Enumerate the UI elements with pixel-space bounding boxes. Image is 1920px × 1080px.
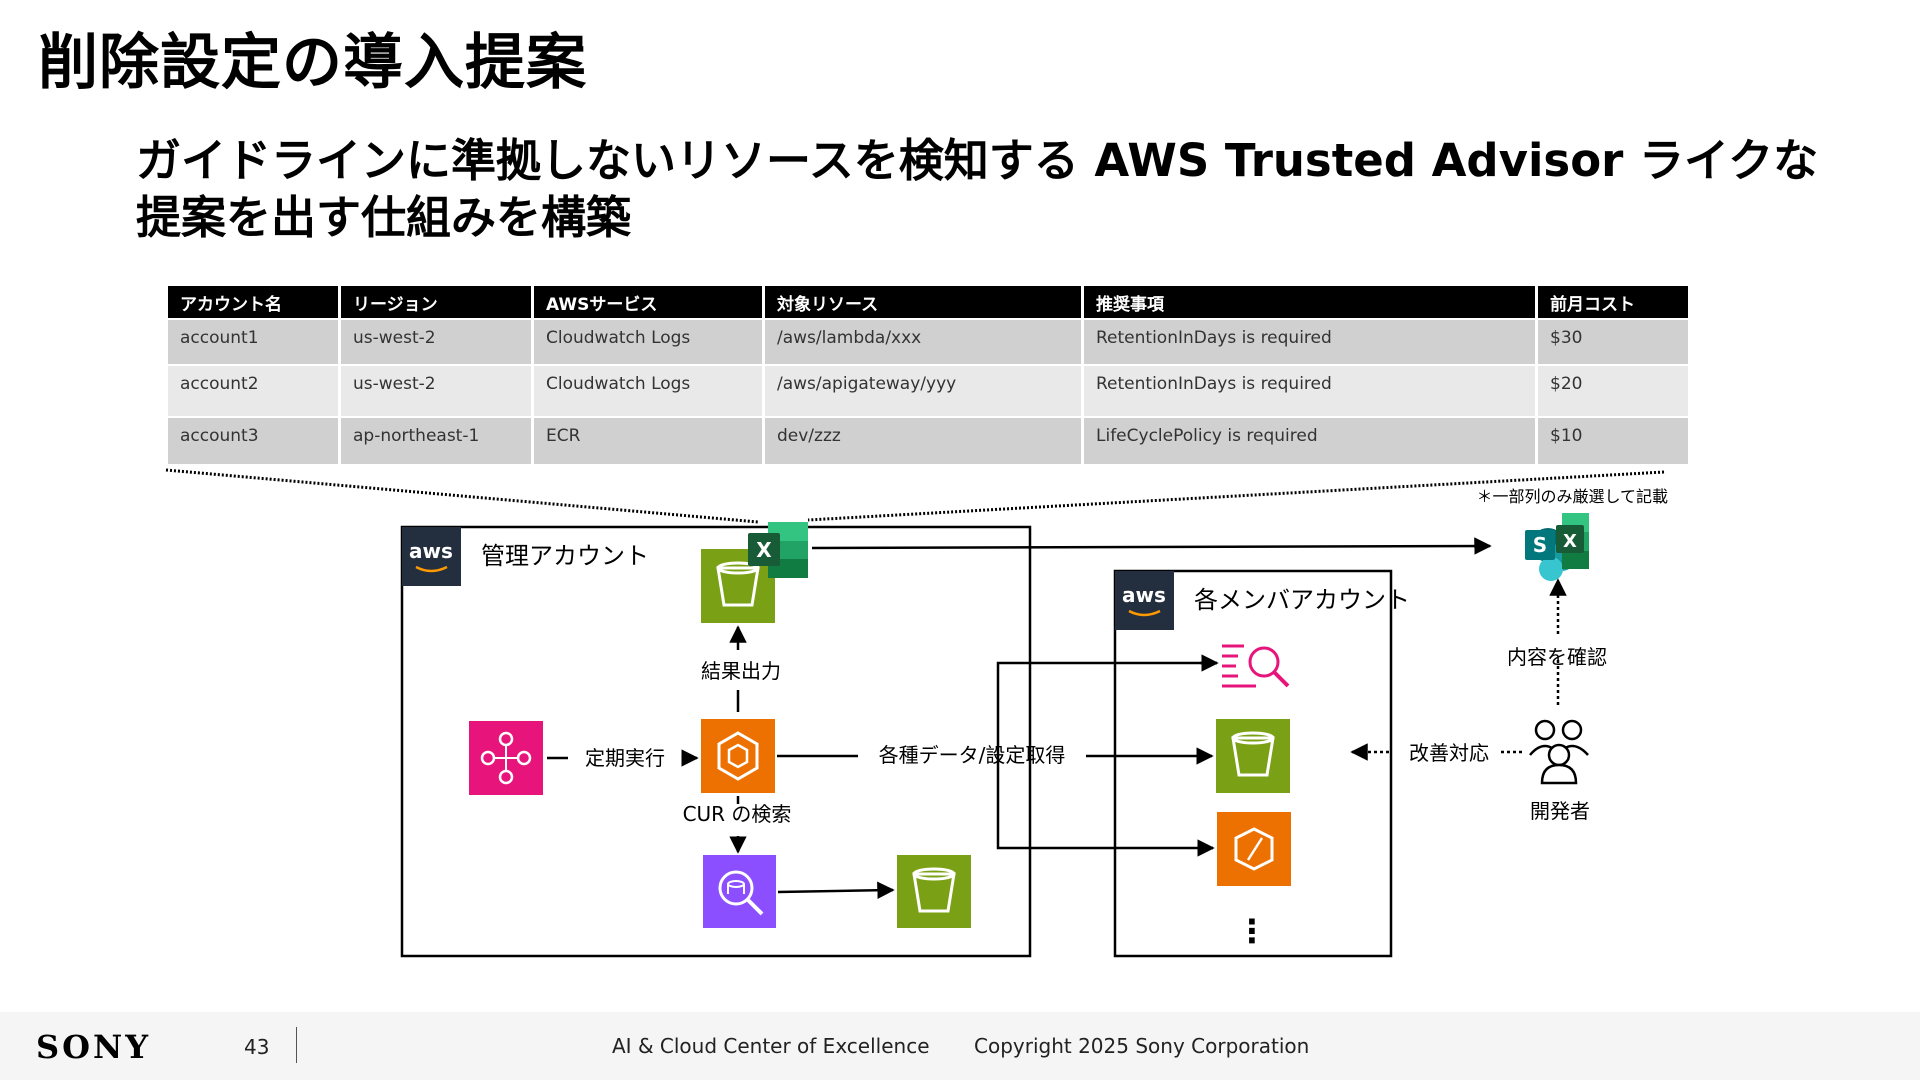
footer-copyright: Copyright 2025 Sony Corporation [974,1034,1310,1058]
diagram-arrows [547,537,1567,900]
footer-organization: AI & Cloud Center of Excellence [612,1034,930,1058]
page-number: 43 [244,1035,270,1059]
check-content-label: 内容を確認 [1507,645,1607,669]
cell-account: account2 [168,366,338,416]
slide-title: 削除設定の導入提案 [38,28,587,98]
ecr-registry-icon [1217,812,1291,886]
table-row: account3 ap-northeast-1 ECR dev/zzz Life… [168,418,1688,464]
aws-badge-text: aws [1122,583,1166,607]
s3-cur-bucket-icon [897,855,971,928]
aws-logo-icon [1115,571,1174,630]
slide-subtitle: ガイドラインに準拠しないリソースを検知する AWS Trusted Adviso… [136,132,1818,246]
scheduled-run-label: 定期実行 [585,746,665,770]
cur-search-label: CUR の検索 [683,802,792,826]
sharepoint-excel-icon: S X [1525,513,1589,581]
compute-task-icon [701,719,775,793]
table-row: account2 us-west-2 Cloudwatch Logs /aws/… [168,366,1688,416]
cloudwatch-logs-insights-icon [1222,644,1290,688]
table-footnote: ＊一部列のみ厳選して記載 [1476,487,1668,506]
member-account-box: aws 各メンバアカウント [1113,569,1410,958]
cell-cost: $20 [1538,366,1688,416]
cell-account: account3 [168,418,338,464]
subtitle-line-1: ガイドラインに準拠しないリソースを検知する AWS Trusted Adviso… [136,134,1819,187]
header-resource: 対象リソース [765,286,1081,318]
aws-logo-icon [402,527,461,586]
table-row: account1 us-west-2 Cloudwatch Logs /aws/… [168,320,1688,364]
cell-recommendation: RetentionInDays is required [1084,366,1535,416]
result-output-label: 結果出力 [701,659,781,683]
developer-label: 開発者 [1530,799,1590,823]
excel-letter: X [1563,531,1577,552]
sharepoint-letter: S [1533,533,1547,557]
cell-region: us-west-2 [341,366,531,416]
cell-recommendation: RetentionInDays is required [1084,320,1535,364]
footer-divider [296,1027,297,1063]
cell-cost: $10 [1538,418,1688,464]
member-account-label: 各メンバアカウント [1194,586,1410,614]
footer-bar [0,1012,1920,1080]
cell-service: ECR [534,418,762,464]
cell-account: account1 [168,320,338,364]
data-fetch-label: 各種データ/設定取得 [879,743,1066,767]
cell-resource: /aws/lambda/xxx [765,320,1081,364]
cell-resource: /aws/apigateway/yyy [765,366,1081,416]
improvement-label: 改善対応 [1409,741,1489,765]
cell-service: Cloudwatch Logs [534,366,762,416]
cell-region: ap-northeast-1 [341,418,531,464]
subtitle-line-2: 提案を出す仕組みを構築 [136,191,632,244]
header-region: リージョン [341,286,531,318]
header-recommendation: 推奨事項 [1084,286,1535,318]
header-cost: 前月コスト [1538,286,1688,318]
cell-recommendation: LifeCyclePolicy is required [1084,418,1535,464]
cell-service: Cloudwatch Logs [534,320,762,364]
cell-resource: dev/zzz [765,418,1081,464]
management-account-box: aws 管理アカウント [400,525,1032,958]
more-resources-ellipsis: ⋮ [1236,912,1268,950]
cell-region: us-west-2 [341,320,531,364]
athena-query-icon [703,855,776,928]
s3-member-bucket-icon [1216,719,1290,793]
developers-icon [1529,719,1589,785]
callout-lines [165,468,1665,524]
header-account: アカウント名 [168,286,338,318]
excel-letter: X [756,538,772,562]
excel-report-icon: X [748,522,808,578]
sony-logo: SONY [36,1028,152,1066]
header-service: AWSサービス [534,286,762,318]
management-account-label: 管理アカウント [481,542,649,570]
recommendation-table: アカウント名 リージョン AWSサービス 対象リソース 推奨事項 前月コスト a… [165,284,1691,466]
cell-cost: $30 [1538,320,1688,364]
architecture-diagram: ＊一部列のみ厳選して記載 aws 管理アカウント aws 各メンバアカウント X [165,468,1668,958]
eventbridge-scheduler-icon [469,721,543,795]
aws-badge-text: aws [409,539,453,563]
table-header-row: アカウント名 リージョン AWSサービス 対象リソース 推奨事項 前月コスト [168,286,1688,318]
